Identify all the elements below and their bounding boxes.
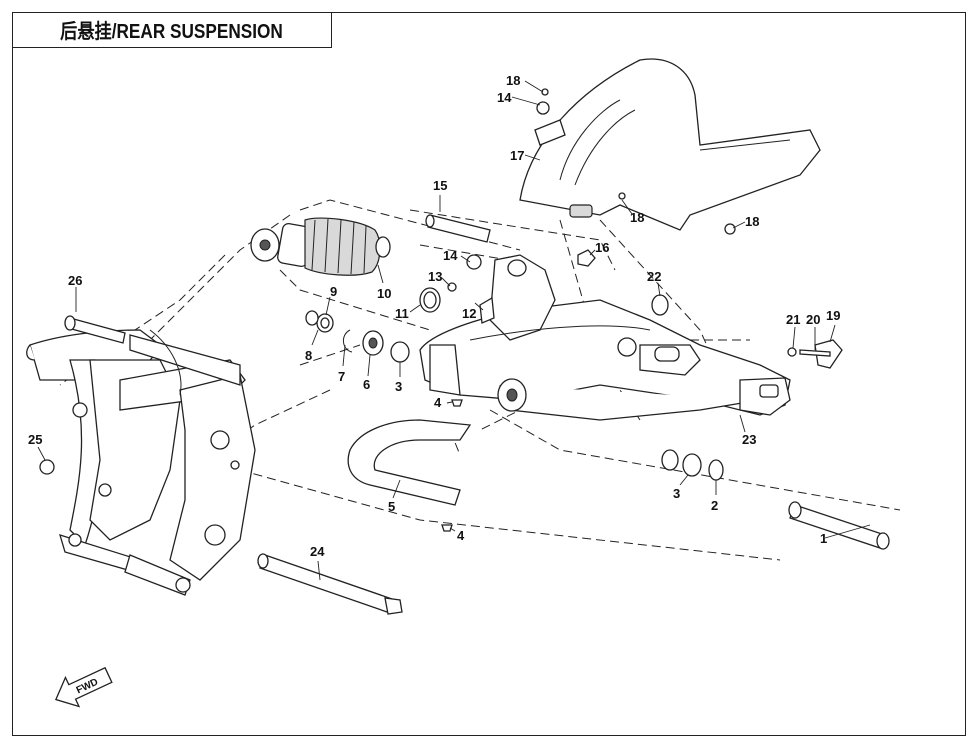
forward-direction-arrow: FWD [55,666,113,708]
chain-guide [347,419,472,506]
frame-assembly [26,329,256,596]
callout-13: 13 [428,269,442,284]
rear-fender [519,58,821,231]
callout-19: 19 [826,308,840,323]
small-parts [39,88,843,532]
callout-11: 11 [395,306,409,321]
swingarm [419,254,791,421]
callout-4: 4 [457,528,465,543]
callout-3: 3 [673,486,680,501]
callout-23: 23 [742,432,756,447]
callout-12: 12 [462,306,476,321]
callout-24: 24 [310,544,325,559]
callout-1: 1 [820,531,827,546]
callout-3: 3 [395,379,402,394]
callout-numbers: 1 2 3 3 4 4 5 6 7 8 9 10 11 12 13 14 14 … [28,73,840,559]
callout-22: 22 [647,269,661,284]
diagram-title: 后悬挂/REAR SUSPENSION [60,21,283,43]
callout-21: 21 [786,312,800,327]
callout-16: 16 [595,240,609,255]
callout-7: 7 [338,369,345,384]
callout-17: 17 [510,148,524,163]
shafts [64,214,890,615]
callout-14: 14 [443,248,458,263]
callout-10: 10 [377,286,391,301]
callout-14: 14 [497,90,512,105]
callout-18: 18 [506,73,520,88]
callout-4: 4 [434,395,442,410]
callout-9: 9 [330,284,337,299]
diagram-frame [12,12,966,736]
callout-2: 2 [711,498,718,513]
callout-15: 15 [433,178,447,193]
callout-18: 18 [745,214,759,229]
callout-6: 6 [363,377,370,392]
callout-leaders [37,80,871,581]
rear-shock-absorber [250,217,391,276]
callout-18: 18 [630,210,644,225]
callout-25: 25 [28,432,42,447]
callout-5: 5 [388,499,395,514]
callout-8: 8 [305,348,312,363]
title-box: 后悬挂/REAR SUSPENSION [12,12,332,48]
callout-20: 20 [806,312,820,327]
callout-26: 26 [68,273,82,288]
